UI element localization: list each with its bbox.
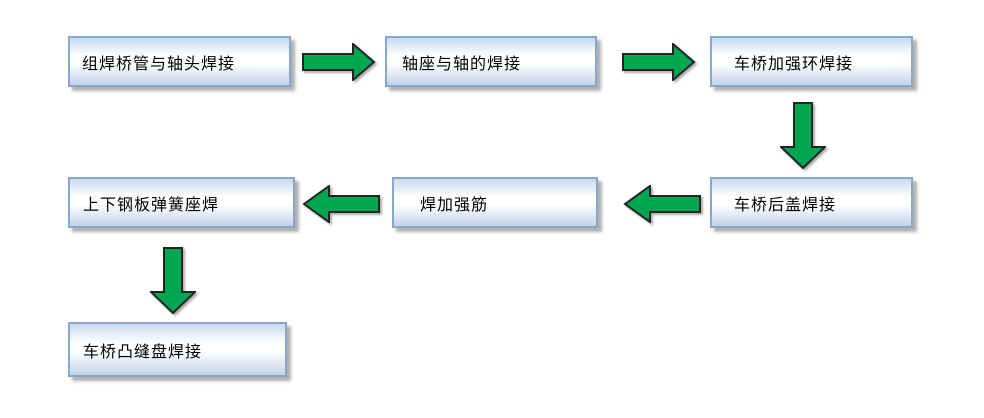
arrow-down-icon [780,102,826,169]
arrow-down-icon [150,247,196,314]
arrow-left-icon [302,185,380,223]
flow-node-label: 车桥凸缝盘焊接 [83,343,203,361]
arrow-left-icon [623,185,701,223]
flow-node-step-2: 轴座与轴的焊接 [385,36,597,87]
flow-node-label: 焊加强筋 [420,196,489,214]
flow-node-label: 组焊桥管与轴头焊接 [82,55,236,73]
flow-node-label: 车桥加强环焊接 [734,55,854,73]
flow-node-label: 车桥后盖焊接 [734,196,837,214]
arrow-right-icon [622,43,696,81]
flow-node-step-4: 车桥后盖焊接 [710,177,913,228]
flow-node-step-1: 组焊桥管与轴头焊接 [68,36,291,87]
flow-node-step-6: 上下钢板弹簧座焊 [68,177,295,228]
flow-node-label: 上下钢板弹簧座焊 [83,196,220,214]
flow-node-step-7: 车桥凸缝盘焊接 [68,322,287,377]
flow-node-label: 轴座与轴的焊接 [402,55,522,73]
arrow-right-icon [302,43,376,81]
flow-node-step-5: 焊加强筋 [392,177,598,228]
flow-node-step-3: 车桥加强环焊接 [710,36,913,87]
